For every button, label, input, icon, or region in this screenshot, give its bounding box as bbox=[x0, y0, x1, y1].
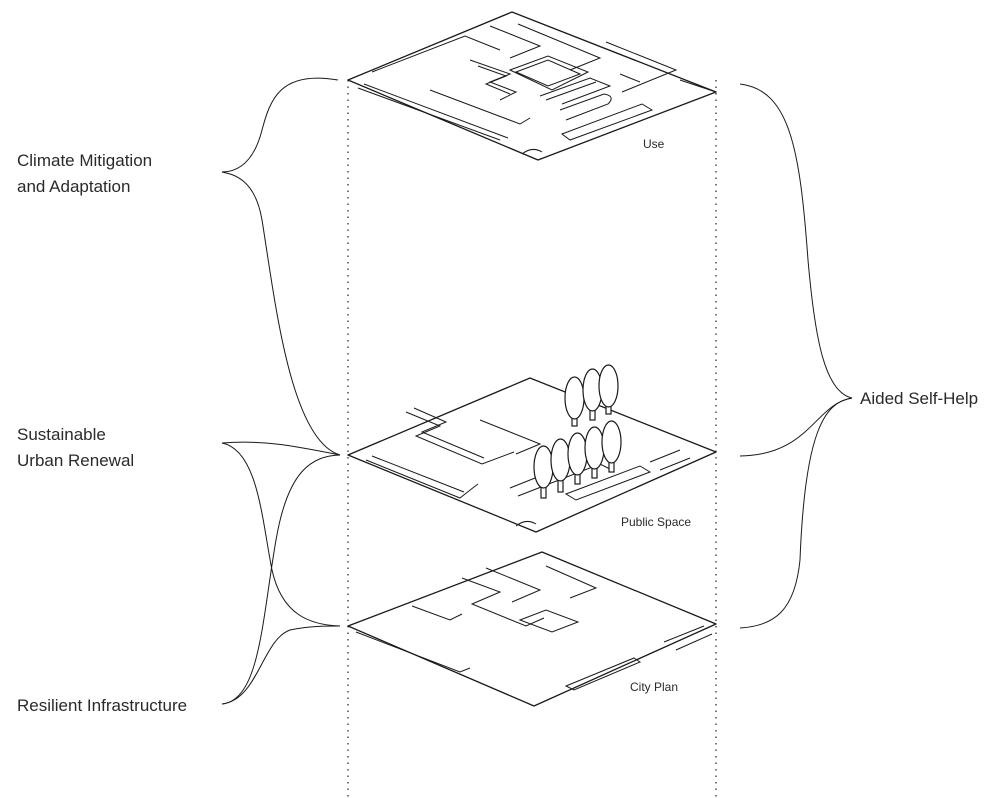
label-aided-self-help: Aided Self-Help bbox=[860, 389, 978, 408]
brace-connectors bbox=[221, 77, 853, 705]
tree-icon bbox=[567, 432, 588, 485]
tree-icon bbox=[584, 426, 605, 479]
tree-icon bbox=[582, 368, 603, 421]
brace-aided-self-help-middle bbox=[739, 397, 853, 457]
layer-public-space-plane bbox=[347, 377, 717, 533]
tree-icon bbox=[564, 376, 585, 427]
label-climate-line2: and Adaptation bbox=[17, 177, 130, 196]
layer-city-plan-plane bbox=[347, 551, 717, 707]
tree-icon bbox=[598, 364, 619, 415]
brace-resilient-lower bbox=[221, 625, 341, 705]
brace-climate bbox=[221, 77, 341, 456]
brace-aided-self-help bbox=[739, 83, 853, 629]
label-resilient: Resilient Infrastructure bbox=[17, 696, 187, 715]
layer-city-plan bbox=[347, 551, 717, 707]
brace-resilient-upper bbox=[221, 454, 341, 705]
label-layer-use: Use bbox=[643, 137, 665, 151]
layer-use bbox=[347, 11, 717, 161]
tree-icon bbox=[550, 438, 571, 493]
label-layer-city-plan: City Plan bbox=[630, 680, 678, 694]
brace-sustainable-upper bbox=[221, 441, 341, 456]
label-climate-line1: Climate Mitigation bbox=[17, 151, 152, 170]
tree-icon bbox=[601, 420, 622, 473]
layer-public-space bbox=[347, 377, 717, 533]
label-layer-public-space: Public Space bbox=[621, 515, 691, 529]
tree-group bbox=[533, 364, 622, 499]
brace-sustainable-lower bbox=[221, 442, 341, 627]
label-sustainable-line1: Sustainable bbox=[17, 425, 106, 444]
label-sustainable-line2: Urban Renewal bbox=[17, 451, 134, 470]
tree-icon bbox=[533, 445, 554, 499]
